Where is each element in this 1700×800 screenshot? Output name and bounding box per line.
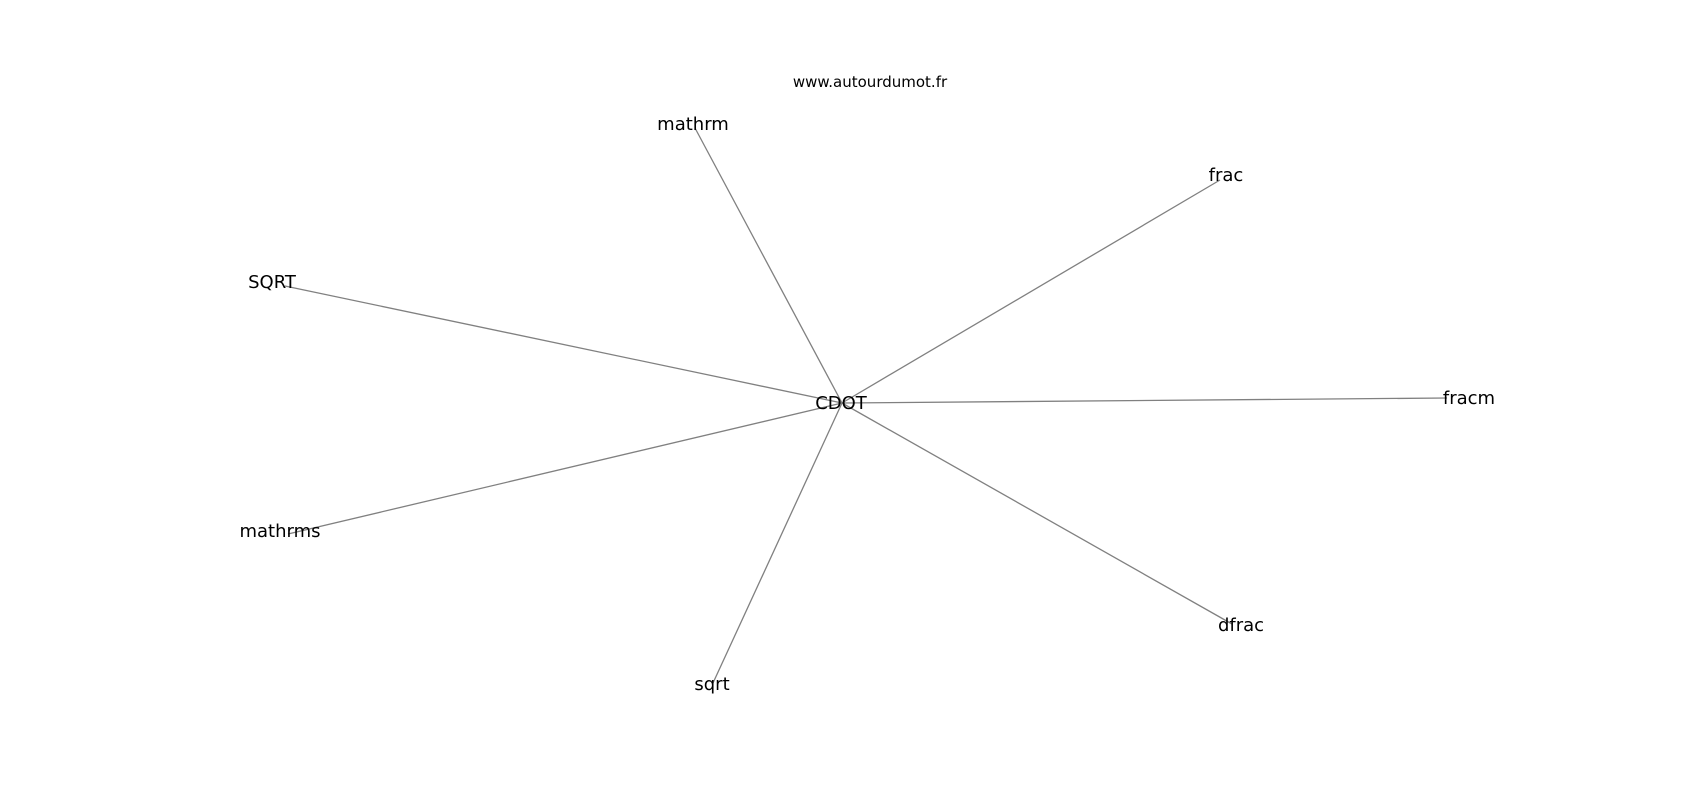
edge-sqrt [712, 402, 843, 684]
edge-frac [841, 179, 1221, 404]
node-SQRT[interactable]: SQRT [248, 272, 297, 293]
node-mathrms[interactable]: mathrms [239, 521, 320, 542]
node-fracm[interactable]: fracm [1443, 388, 1495, 409]
edge-SQRT [284, 285, 843, 404]
node-center[interactable]: CDOT [815, 393, 868, 414]
node-frac[interactable]: frac [1209, 165, 1244, 186]
edge-dfrac [841, 402, 1233, 625]
edge-mathrms [287, 402, 843, 535]
node-sqrt[interactable]: sqrt [694, 674, 729, 695]
edge-mathrm [694, 127, 843, 404]
watermark-text: www.autourdumot.fr [793, 73, 948, 91]
node-group: CDOT mathrm frac SQRT fracm mathrms dfra… [239, 114, 1495, 695]
node-dfrac[interactable]: dfrac [1218, 615, 1264, 636]
edge-fracm [841, 397, 1448, 404]
edge-group [284, 127, 1448, 684]
node-mathrm[interactable]: mathrm [657, 114, 729, 135]
